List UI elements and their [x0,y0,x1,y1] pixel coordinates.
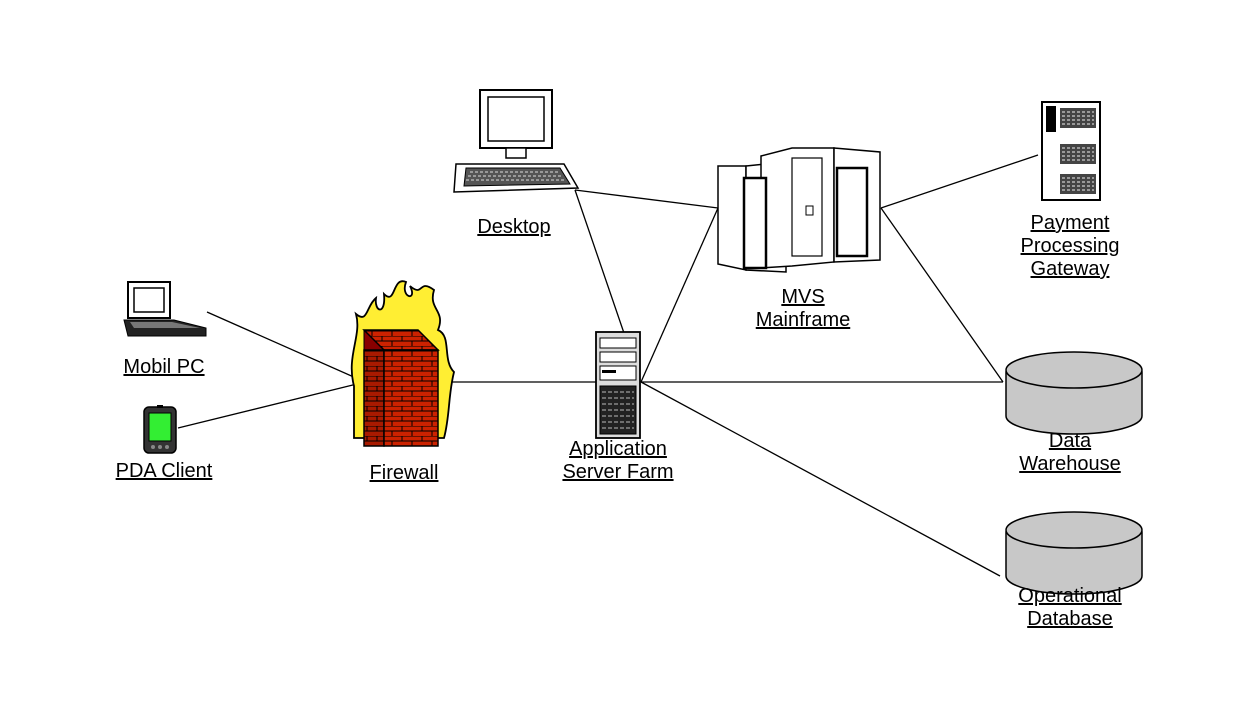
pda-client-label-line-1: PDA Client [115,460,213,482]
edge-desktop-app-server [574,189,626,337]
firewall-icon [350,280,455,447]
mainframe-label-line-1: MVS [781,286,825,308]
desktop-label-line-1: Desktop [477,216,551,238]
database-cylinder-icon [1005,351,1143,435]
data-warehouse-label: Data Warehouse [1000,430,1140,476]
mobile-pc-label: Mobil PC [104,356,224,379]
edge-pda-firewall [177,381,366,429]
pda-client-label: PDA Client [94,460,234,483]
edge-app-server-mainframe [640,207,719,383]
operational-db-label: Operational Database [1000,585,1140,631]
edge-desktop-mainframe [574,189,719,209]
payment-gateway-label: Payment Processing Gateway [1000,212,1140,281]
app-server-label: Application Server Farm [538,438,698,484]
mainframe-label-line-2: Mainframe [755,309,851,331]
firewall-label-line-1: Firewall [369,462,439,484]
database-cylinder-icon [1005,511,1143,595]
edge-mainframe-data-warehouse [880,207,1004,383]
desktop-computer-icon [453,89,580,193]
tower-server-icon [595,331,641,439]
mainframe-icon [717,147,881,273]
desktop-label: Desktop [454,216,574,239]
operational-db-label-line-1: Operational [1018,585,1122,607]
mobile-pc-label-line-1: Mobil PC [123,356,205,378]
operational-db-label-line-2: Database [1027,608,1113,630]
app-server-label-line-1: Application [569,438,667,460]
data-warehouse-label-line-1: Data [1048,430,1092,452]
edge-mobile-pc-firewall [206,311,366,383]
app-server-label-line-2: Server Farm [562,461,674,483]
pda-icon [143,405,177,454]
connection-lines [177,154,1039,577]
payment-gateway-label-line-1: Payment [1030,212,1110,234]
data-warehouse-label-line-2: Warehouse [1019,453,1121,475]
edge-app-server-operational-db [640,381,1001,577]
firewall-label: Firewall [344,462,464,485]
laptop-icon [123,281,207,337]
mainframe-label: MVS Mainframe [738,286,868,332]
payment-gateway-label-line-2: Processing [1020,235,1120,257]
payment-gateway-label-line-3: Gateway [1030,258,1110,280]
edge-mainframe-payment [880,154,1039,209]
rack-server-icon [1041,101,1101,201]
